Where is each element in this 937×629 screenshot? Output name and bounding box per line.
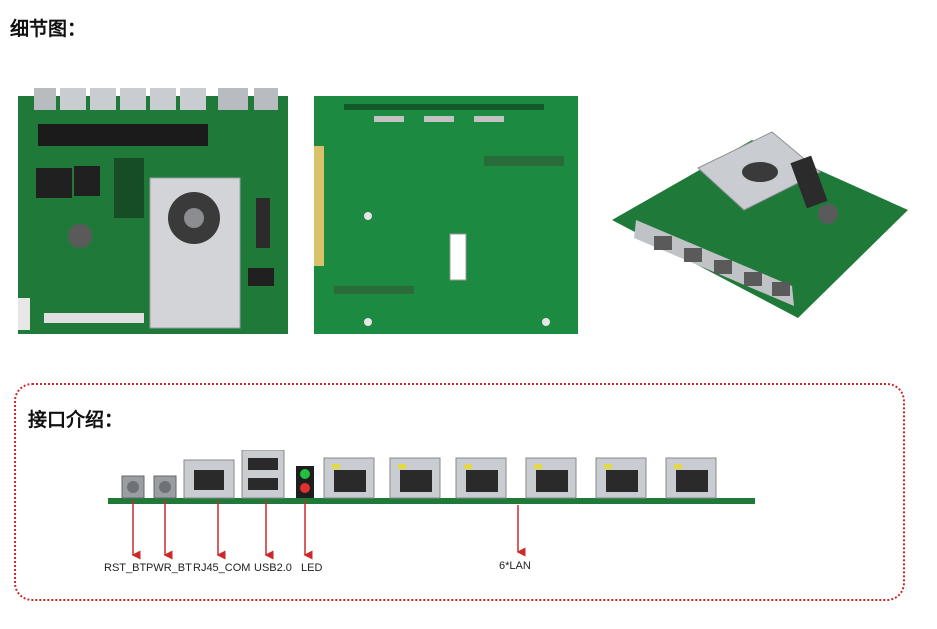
label-usb: USB2.0 [254,562,292,574]
label-pwr-bt: PWR_BT [146,562,192,574]
label-rst-bt: RST_BT [104,562,147,574]
lan-port-icon [323,457,375,499]
label-led: LED [301,562,323,574]
motherboard-angled-view [612,131,908,318]
lan-port-icon [665,457,717,499]
interface-title: 接口介绍： [28,409,124,431]
lan-port-icon [595,457,647,499]
label-rj45-com: RJ45_COM [193,562,251,574]
rj45-com-port-icon [183,459,235,499]
io-panel-diagram [108,450,755,504]
reset-button-icon [121,475,145,499]
lan-port-icon [389,457,441,499]
power-button-icon [153,475,177,499]
led-indicator-icon [296,466,314,498]
motherboard-bottom-view [314,96,578,334]
lan-port-icon [455,457,507,499]
pcb-strip [108,498,755,504]
lan-port-icon [525,457,577,499]
details-title: 细节图： [10,18,87,40]
usb-port-icon [241,450,285,499]
interface-panel [14,383,905,601]
label-lan: 6*LAN [499,560,531,572]
motherboard-top-view [18,88,288,334]
